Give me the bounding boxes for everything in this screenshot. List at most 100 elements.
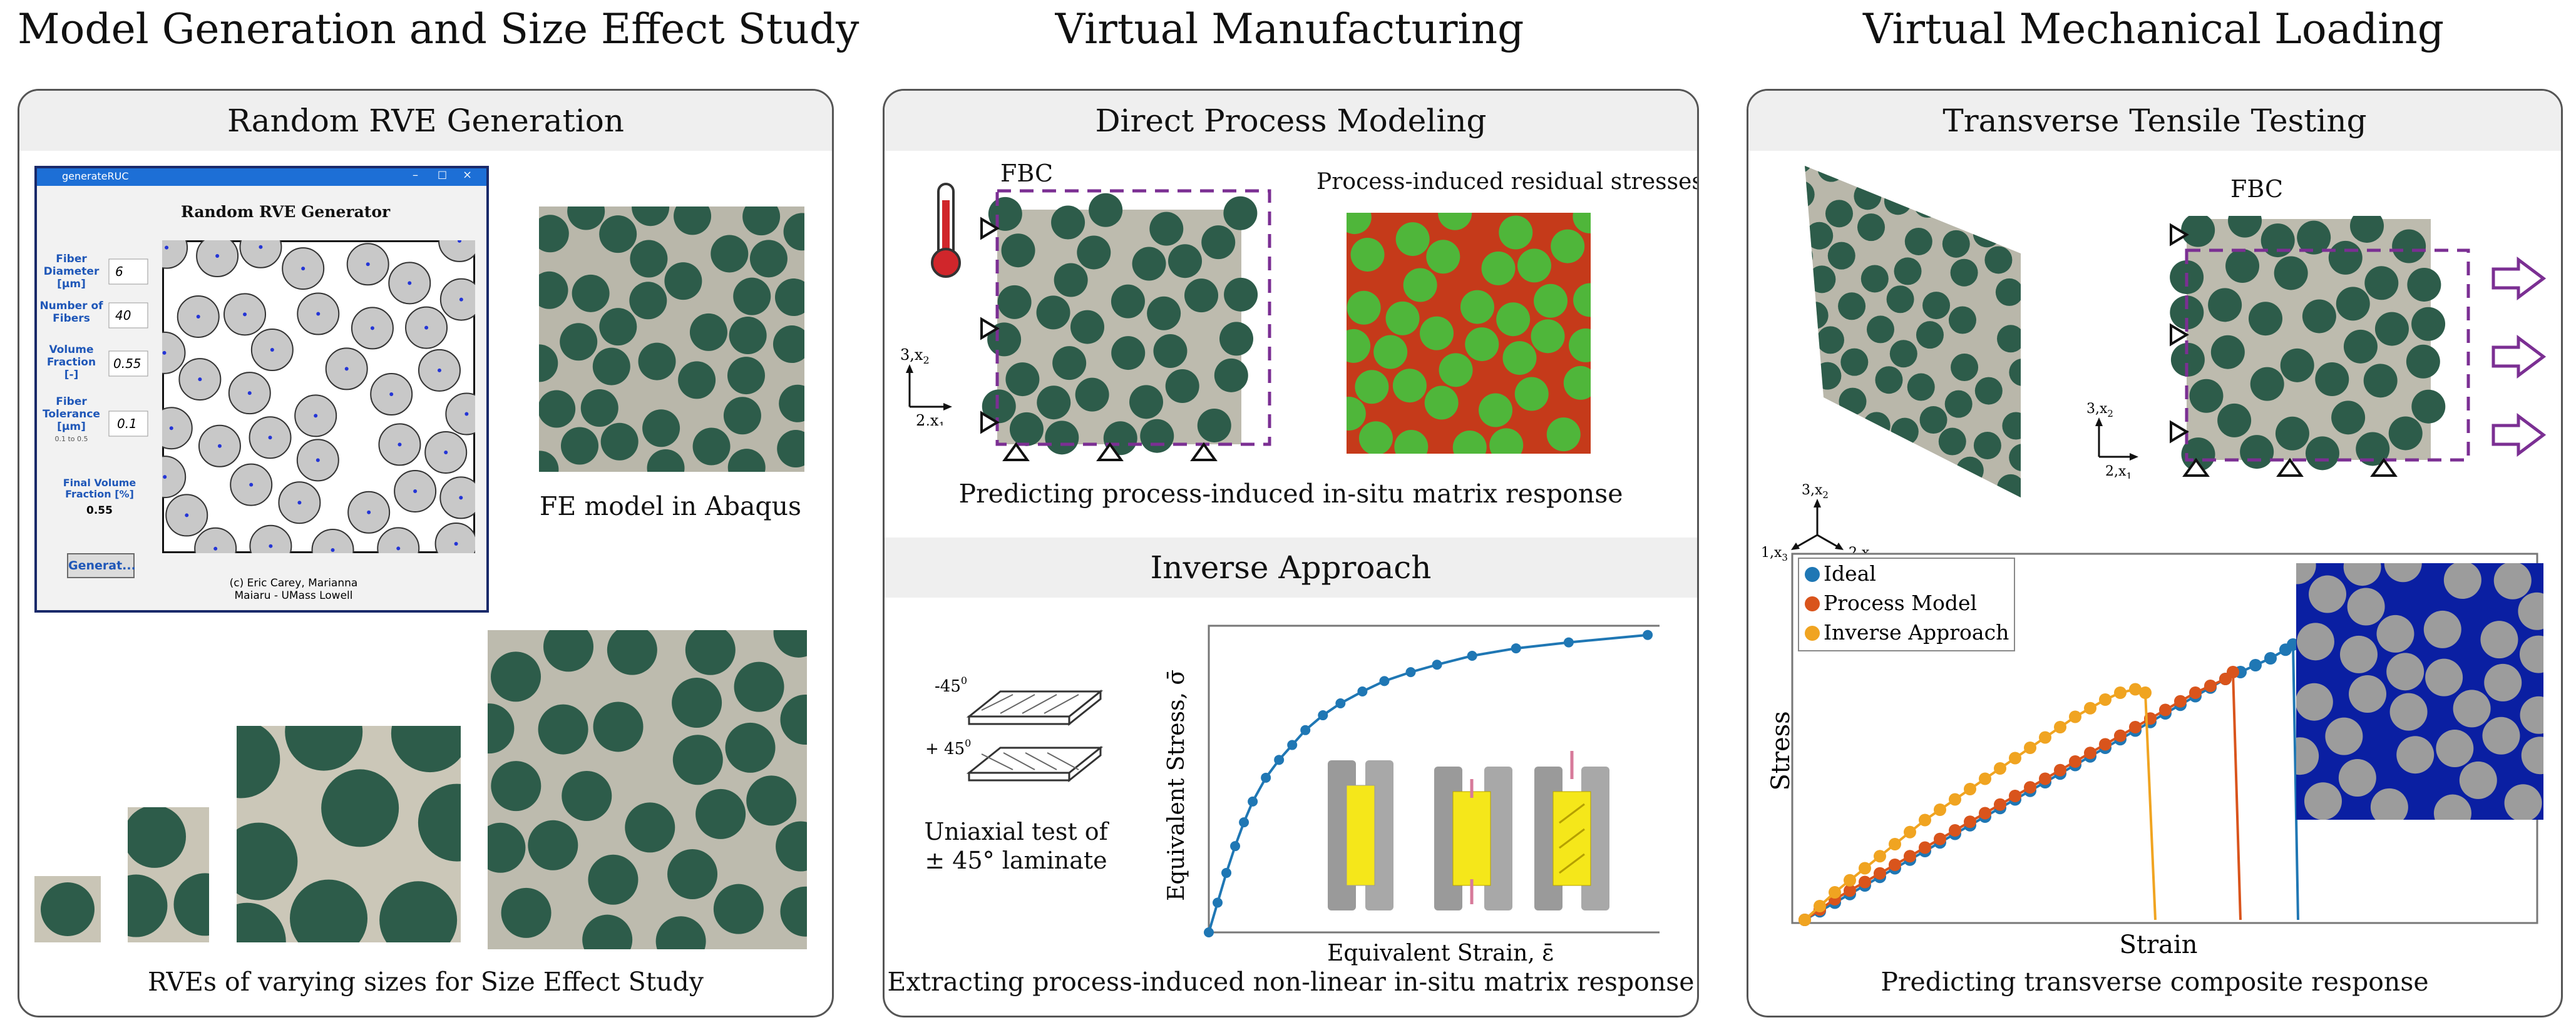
fiber	[2170, 342, 2205, 377]
minimize-icon[interactable]: –	[413, 168, 418, 181]
close-icon[interactable]: ×	[463, 168, 473, 181]
fiber-diameter-input[interactable]: 6	[115, 264, 123, 279]
fiber	[2240, 435, 2274, 469]
fiber	[1999, 166, 2021, 190]
fiber	[539, 390, 576, 428]
fiber	[538, 704, 588, 755]
fiber-center	[213, 546, 218, 551]
fiber	[2338, 759, 2376, 797]
chart1-point	[1300, 725, 1311, 735]
fiber	[1825, 200, 1853, 228]
fiber	[1111, 336, 1146, 370]
inverse-approach-chart: Equivalent Stress, σ̄ Equivalent Strain,…	[1164, 625, 1660, 966]
fiber	[695, 788, 746, 839]
chart1-point	[1357, 686, 1368, 697]
fiber	[1219, 322, 1254, 356]
fiber	[2374, 312, 2409, 346]
chart2-point-1	[1919, 841, 1931, 854]
fiber	[2443, 563, 2481, 599]
stress-strain-chart: Stress Strain Ideal Process Model Invers…	[1767, 553, 2543, 957]
fiber	[1805, 166, 1813, 174]
chart2-point-2	[1934, 803, 1946, 816]
fiber	[2181, 437, 2215, 472]
fiber	[501, 887, 552, 938]
residual-stress-title: Process-induced residual stresses	[1316, 169, 1699, 195]
chart2-point-1	[1949, 824, 1961, 837]
fiber	[773, 630, 807, 658]
fiber	[982, 389, 1016, 424]
window-title: generateRUC	[62, 170, 129, 182]
fiber	[2309, 575, 2347, 613]
fiber	[1839, 387, 1867, 416]
legend-process-model: Process Model	[1824, 591, 1977, 615]
fiber-center	[344, 367, 349, 371]
chart2-point-1	[2189, 686, 2202, 699]
fiber	[667, 849, 718, 899]
fiber	[1465, 327, 1499, 362]
chart2-point-1	[1934, 832, 1946, 845]
field-label-diameter-3: [µm]	[57, 278, 86, 290]
fiber	[2296, 563, 2316, 584]
fiber-center	[196, 314, 200, 319]
chart2-point-2	[2084, 701, 2096, 715]
chart2-point-2	[2139, 686, 2152, 699]
fiber	[2228, 216, 2262, 238]
fiber	[2520, 696, 2543, 734]
chart2-point-2	[1799, 914, 1811, 926]
fiber-center	[316, 312, 321, 316]
fiber	[2493, 563, 2532, 599]
fiber	[1916, 321, 1944, 349]
maximize-icon[interactable]: □	[438, 168, 448, 180]
fiber	[1424, 385, 1459, 420]
fiber	[1223, 196, 1258, 230]
chart1-point	[1239, 817, 1250, 828]
chart1-point	[1230, 841, 1241, 852]
fiber-center	[459, 496, 463, 500]
fiber	[1563, 365, 1591, 400]
fiber	[2407, 267, 2441, 302]
fiber-center	[162, 350, 167, 355]
fiber	[1439, 353, 1473, 387]
fiber	[713, 884, 764, 934]
fiber	[1984, 246, 2013, 274]
fiber	[1894, 257, 1922, 285]
fiber-center	[408, 281, 412, 285]
volume-fraction-input[interactable]: 0.55	[113, 356, 141, 371]
legend-ideal: Ideal	[1824, 561, 1876, 586]
fiber	[1938, 427, 1966, 456]
generate-button[interactable]: Generat...	[67, 553, 136, 578]
rve-3d-slab	[1805, 166, 2021, 497]
fiber	[562, 770, 612, 821]
fiber	[1551, 229, 1585, 263]
fiber	[1001, 233, 1035, 268]
fiber	[2208, 288, 2242, 322]
fiber-center	[424, 325, 429, 330]
fiber	[1805, 301, 1829, 329]
fiber-center	[217, 444, 222, 448]
rve-size-2	[128, 807, 209, 942]
fiber-center	[370, 326, 374, 330]
fiber	[1907, 373, 1935, 401]
fiber	[1805, 242, 1814, 270]
fiber	[607, 630, 657, 675]
chart2-point-2	[1964, 783, 1976, 795]
fiber	[1573, 283, 1591, 317]
fiber	[162, 407, 193, 450]
fiber	[1860, 265, 1889, 293]
final-volume-value: 0.55	[86, 504, 113, 517]
rve-size-4	[488, 630, 807, 949]
chart2-point-2	[1844, 874, 1856, 887]
fiber	[194, 527, 237, 553]
fiber	[2000, 205, 2021, 233]
chart1-point	[1248, 796, 1258, 807]
fiber	[2388, 416, 2423, 451]
fiber-tolerance-input[interactable]: 0.1	[117, 416, 137, 431]
fiber	[1358, 421, 1393, 454]
fiber	[491, 761, 541, 812]
chart2-xlabel: Strain	[2120, 931, 2198, 957]
fiber	[630, 240, 668, 278]
fiber	[311, 528, 354, 553]
fiber	[162, 331, 186, 374]
fiber	[1922, 466, 1951, 494]
number-of-fibers-input[interactable]: 40	[115, 308, 131, 323]
